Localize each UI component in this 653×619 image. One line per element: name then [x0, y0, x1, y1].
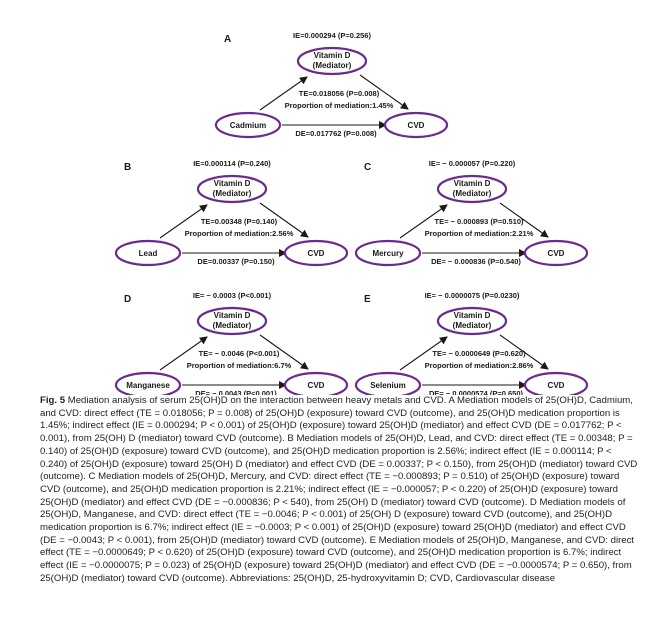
exposure-label: Lead: [139, 249, 158, 258]
arrow-exposure-to-mediator: [399, 204, 448, 239]
mediator-label-line1: Vitamin D: [214, 311, 251, 320]
panel-letter: E: [364, 294, 371, 305]
arrow-mediator-to-outcome: [259, 334, 309, 370]
exposure-node: [354, 371, 422, 395]
mediator-label-line2: (Mediator): [213, 189, 252, 198]
panel-letter: C: [364, 162, 371, 173]
figure-caption: Fig. 5 Mediation analysis of serum 25(OH…: [40, 395, 640, 586]
mediator-node: [436, 306, 508, 336]
direct-effect-label: DE=0.017762 (P=0.008): [295, 129, 377, 138]
arrow-exposure-to-mediator: [259, 76, 308, 111]
exposure-label: Selenium: [370, 381, 406, 390]
total-effect-label: TE=0.018056 (P=0.008): [299, 89, 380, 98]
mediator-label-line2: (Mediator): [453, 321, 492, 330]
indirect-effect-label: IE= − 0.0003 (P<0.001): [193, 291, 272, 300]
mediation-proportion-label: Proportion of mediation:2.86%: [425, 361, 534, 370]
arrow-exposure-to-mediator: [159, 204, 208, 239]
outcome-node: [523, 371, 589, 395]
exposure-label: Mercury: [372, 249, 404, 258]
outcome-label: CVD: [548, 381, 565, 390]
exposure-node: [114, 239, 182, 267]
outcome-label: CVD: [308, 381, 325, 390]
indirect-effect-label: IE= − 0.000057 (P=0.220): [429, 159, 516, 168]
direct-effect-label: DE= − 0.000836 (P=0.540): [431, 257, 521, 266]
mediation-panel-e: E Vitamin D(Mediator) Selenium CVD IE= − 0.0…: [354, 291, 589, 395]
total-effect-label: TE= − 0.0046 (P<0.001): [199, 349, 280, 358]
panel-letter: A: [224, 34, 231, 45]
exposure-node: [214, 111, 282, 139]
arrow-exposure-to-mediator: [159, 336, 208, 371]
mediator-label-line2: (Mediator): [313, 61, 352, 70]
mediation-proportion-label: Proportion of mediation:6.7%: [187, 361, 292, 370]
mediation-panel-d: D Vitamin D(Mediator) Manganese CVD IE= − 0.…: [114, 291, 349, 395]
mediator-label-line1: Vitamin D: [454, 179, 491, 188]
indirect-effect-label: IE=0.000114 (P=0.240): [193, 159, 271, 168]
direct-effect-label: DE= − 0.0000574 (P=0.650): [429, 389, 524, 395]
mediation-proportion-label: Proportion of mediation:2.21%: [425, 229, 534, 238]
outcome-label: CVD: [548, 249, 565, 258]
mediator-label-line1: Vitamin D: [454, 311, 491, 320]
exposure-node: [354, 239, 422, 267]
mediation-panel-a: A Vitamin D(Mediator) Cadmium CVD IE=0.00029…: [214, 31, 449, 139]
outcome-node: [283, 371, 349, 395]
mediator-label-line1: Vitamin D: [214, 179, 251, 188]
exposure-label: Cadmium: [230, 121, 266, 130]
mediator-node: [196, 306, 268, 336]
mediation-proportion-label: Proportion of mediation:2.56%: [185, 229, 294, 238]
exposure-label: Manganese: [126, 381, 170, 390]
mediation-panel-c: C Vitamin D(Mediator) Mercury CVD IE= − 0.00…: [354, 159, 589, 267]
mediation-panel-b: B Vitamin D(Mediator) Lead CVD IE=0.000114 (…: [114, 159, 349, 267]
mediator-label-line1: Vitamin D: [314, 51, 351, 60]
panel-letter: D: [124, 294, 131, 305]
total-effect-label: TE= − 0.0000649 (P=0.620): [432, 349, 526, 358]
direct-effect-label: DE=0.00337 (P=0.150): [197, 257, 275, 266]
mediator-node: [196, 174, 268, 204]
arrow-mediator-to-outcome: [499, 202, 549, 238]
mediator-node: [436, 174, 508, 204]
outcome-node: [383, 111, 449, 139]
arrow-mediator-to-outcome: [499, 334, 549, 370]
panel-letter: B: [124, 162, 131, 173]
total-effect-label: TE= − 0.000893 (P=0.510): [434, 217, 524, 226]
mediation-proportion-label: Proportion of mediation:1.45%: [285, 101, 394, 110]
outcome-label: CVD: [408, 121, 425, 130]
arrow-exposure-to-mediator: [399, 336, 448, 371]
indirect-effect-label: IE=0.000294 (P=0.256): [293, 31, 371, 40]
outcome-node: [523, 239, 589, 267]
figure-label: Fig. 5: [40, 395, 66, 406]
mediator-label-line2: (Mediator): [453, 189, 492, 198]
indirect-effect-label: IE= − 0.0000075 (P=0.0230): [425, 291, 520, 300]
outcome-label: CVD: [308, 249, 325, 258]
exposure-node: [114, 371, 182, 395]
caption-text: Mediation analysis of serum 25(OH)D on t…: [40, 395, 638, 584]
direct-effect-label: DE= − 0.0043 (P<0.001): [195, 389, 277, 395]
total-effect-label: TE=0.00348 (P=0.140): [201, 217, 278, 226]
arrow-mediator-to-outcome: [359, 74, 409, 110]
outcome-node: [283, 239, 349, 267]
arrow-mediator-to-outcome: [259, 202, 309, 238]
mediator-node: [296, 46, 368, 76]
mediator-label-line2: (Mediator): [213, 321, 252, 330]
